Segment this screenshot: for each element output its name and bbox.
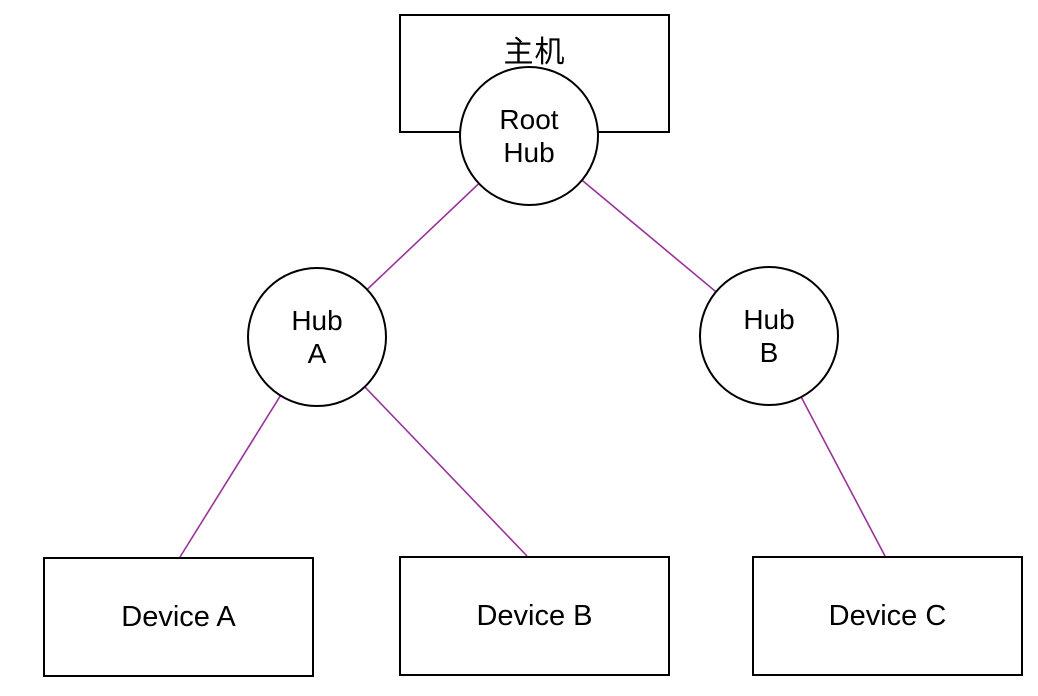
device-c-box: Device C (752, 556, 1023, 676)
hub-a-label-line1: Hub (291, 305, 343, 336)
hub-b-node: Hub B (699, 266, 839, 406)
hub-a-node: Hub A (247, 267, 387, 407)
host-label: 主机 (503, 36, 566, 69)
hub-b-label-line1: Hub (743, 304, 795, 335)
device-c-label: Device C (828, 599, 947, 632)
root-hub-label-line2: Hub (503, 137, 555, 168)
device-b-label: Device B (476, 599, 593, 632)
device-a-box: Device A (43, 557, 314, 677)
root-hub-node: Root Hub (459, 66, 599, 206)
device-b-box: Device B (399, 556, 670, 676)
hub-a-label-line2: A (307, 338, 327, 369)
device-a-label: Device A (121, 600, 236, 633)
hub-b-label-line2: B (759, 337, 779, 368)
root-hub-label-line1: Root (499, 104, 559, 135)
